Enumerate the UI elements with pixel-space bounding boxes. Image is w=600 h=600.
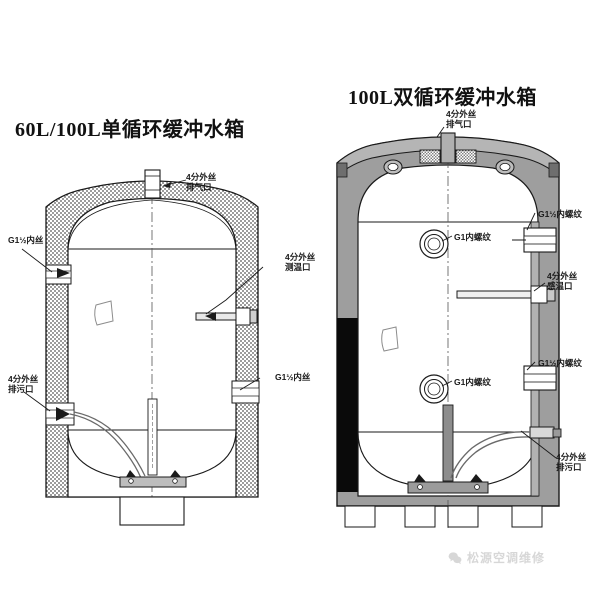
right-tank-lifting-lugs <box>336 159 560 178</box>
right-tank-base-legs <box>344 505 543 528</box>
label-right-port-lower: G1½内螺纹 <box>538 358 582 368</box>
wechat-icon <box>448 551 462 565</box>
left-tank-upper-left-port <box>45 264 72 285</box>
right-tank-lower-coil-port <box>419 374 449 404</box>
label-left-lower-outlet: G1½内丝 <box>275 372 311 382</box>
right-tank-drawing <box>336 126 562 530</box>
right-tank-internal-pipe-b <box>455 436 531 479</box>
watermark-text: 松源空调维修 <box>467 551 546 565</box>
right-tank-dark-insulation <box>337 318 358 492</box>
label-right-coil-lower: G1内螺纹 <box>454 377 491 387</box>
left-tank-internal-drain-pipe <box>69 413 142 479</box>
right-tank-right-column <box>530 221 540 497</box>
left-diagram-title: 60L/100L单循环缓冲水箱 <box>15 119 245 141</box>
left-tank-anode-rod <box>147 398 158 476</box>
left-tank-base-pedestal <box>119 496 185 526</box>
left-tank-temp-probe <box>195 307 258 326</box>
left-tank-vent-nozzle <box>144 169 161 199</box>
left-tank-drain-port <box>45 402 75 426</box>
right-tank-inner-shell <box>357 164 539 497</box>
right-tank-vent-nozzle <box>419 132 477 164</box>
label-right-drain: 4分外丝 排污口 <box>556 452 587 472</box>
right-tank-manhole-outline <box>381 326 399 352</box>
right-tank-upper-right-port <box>512 227 557 253</box>
label-left-drain: 4分外丝 排污口 <box>8 374 39 394</box>
watermark: 松源空调维修 <box>448 549 545 566</box>
label-left-upper-inlet: G1½内丝 <box>8 235 44 245</box>
right-tank-bottom-flange <box>407 474 489 494</box>
right-tank-leader-lines <box>436 126 557 459</box>
label-right-port-upper: G1½内螺纹 <box>538 209 582 219</box>
label-right-sensor-port: 4分外丝 感温口 <box>547 271 578 291</box>
label-left-vent: 4分外丝 排气口 <box>186 172 217 192</box>
label-right-coil-upper: G1内螺纹 <box>454 232 491 242</box>
left-tank-lower-right-port <box>231 380 260 404</box>
left-tank-leader-lines <box>21 179 264 412</box>
left-tank-manhole-outline <box>94 300 114 326</box>
left-tank-bottom-flange <box>119 470 187 488</box>
right-tank-drain-port <box>529 426 562 439</box>
right-tank-lower-right-port <box>523 365 557 391</box>
right-tank-anode-rod <box>442 404 454 482</box>
right-tank-upper-coil-port <box>419 229 449 259</box>
left-tank-drawing <box>21 169 264 526</box>
label-right-vent: 4分外丝 排气口 <box>446 109 477 129</box>
right-diagram-title: 100L双循环缓冲水箱 <box>348 87 537 109</box>
label-left-temp-port: 4分外丝 测温口 <box>285 252 316 272</box>
right-tank-internal-pipe-a <box>450 431 531 479</box>
